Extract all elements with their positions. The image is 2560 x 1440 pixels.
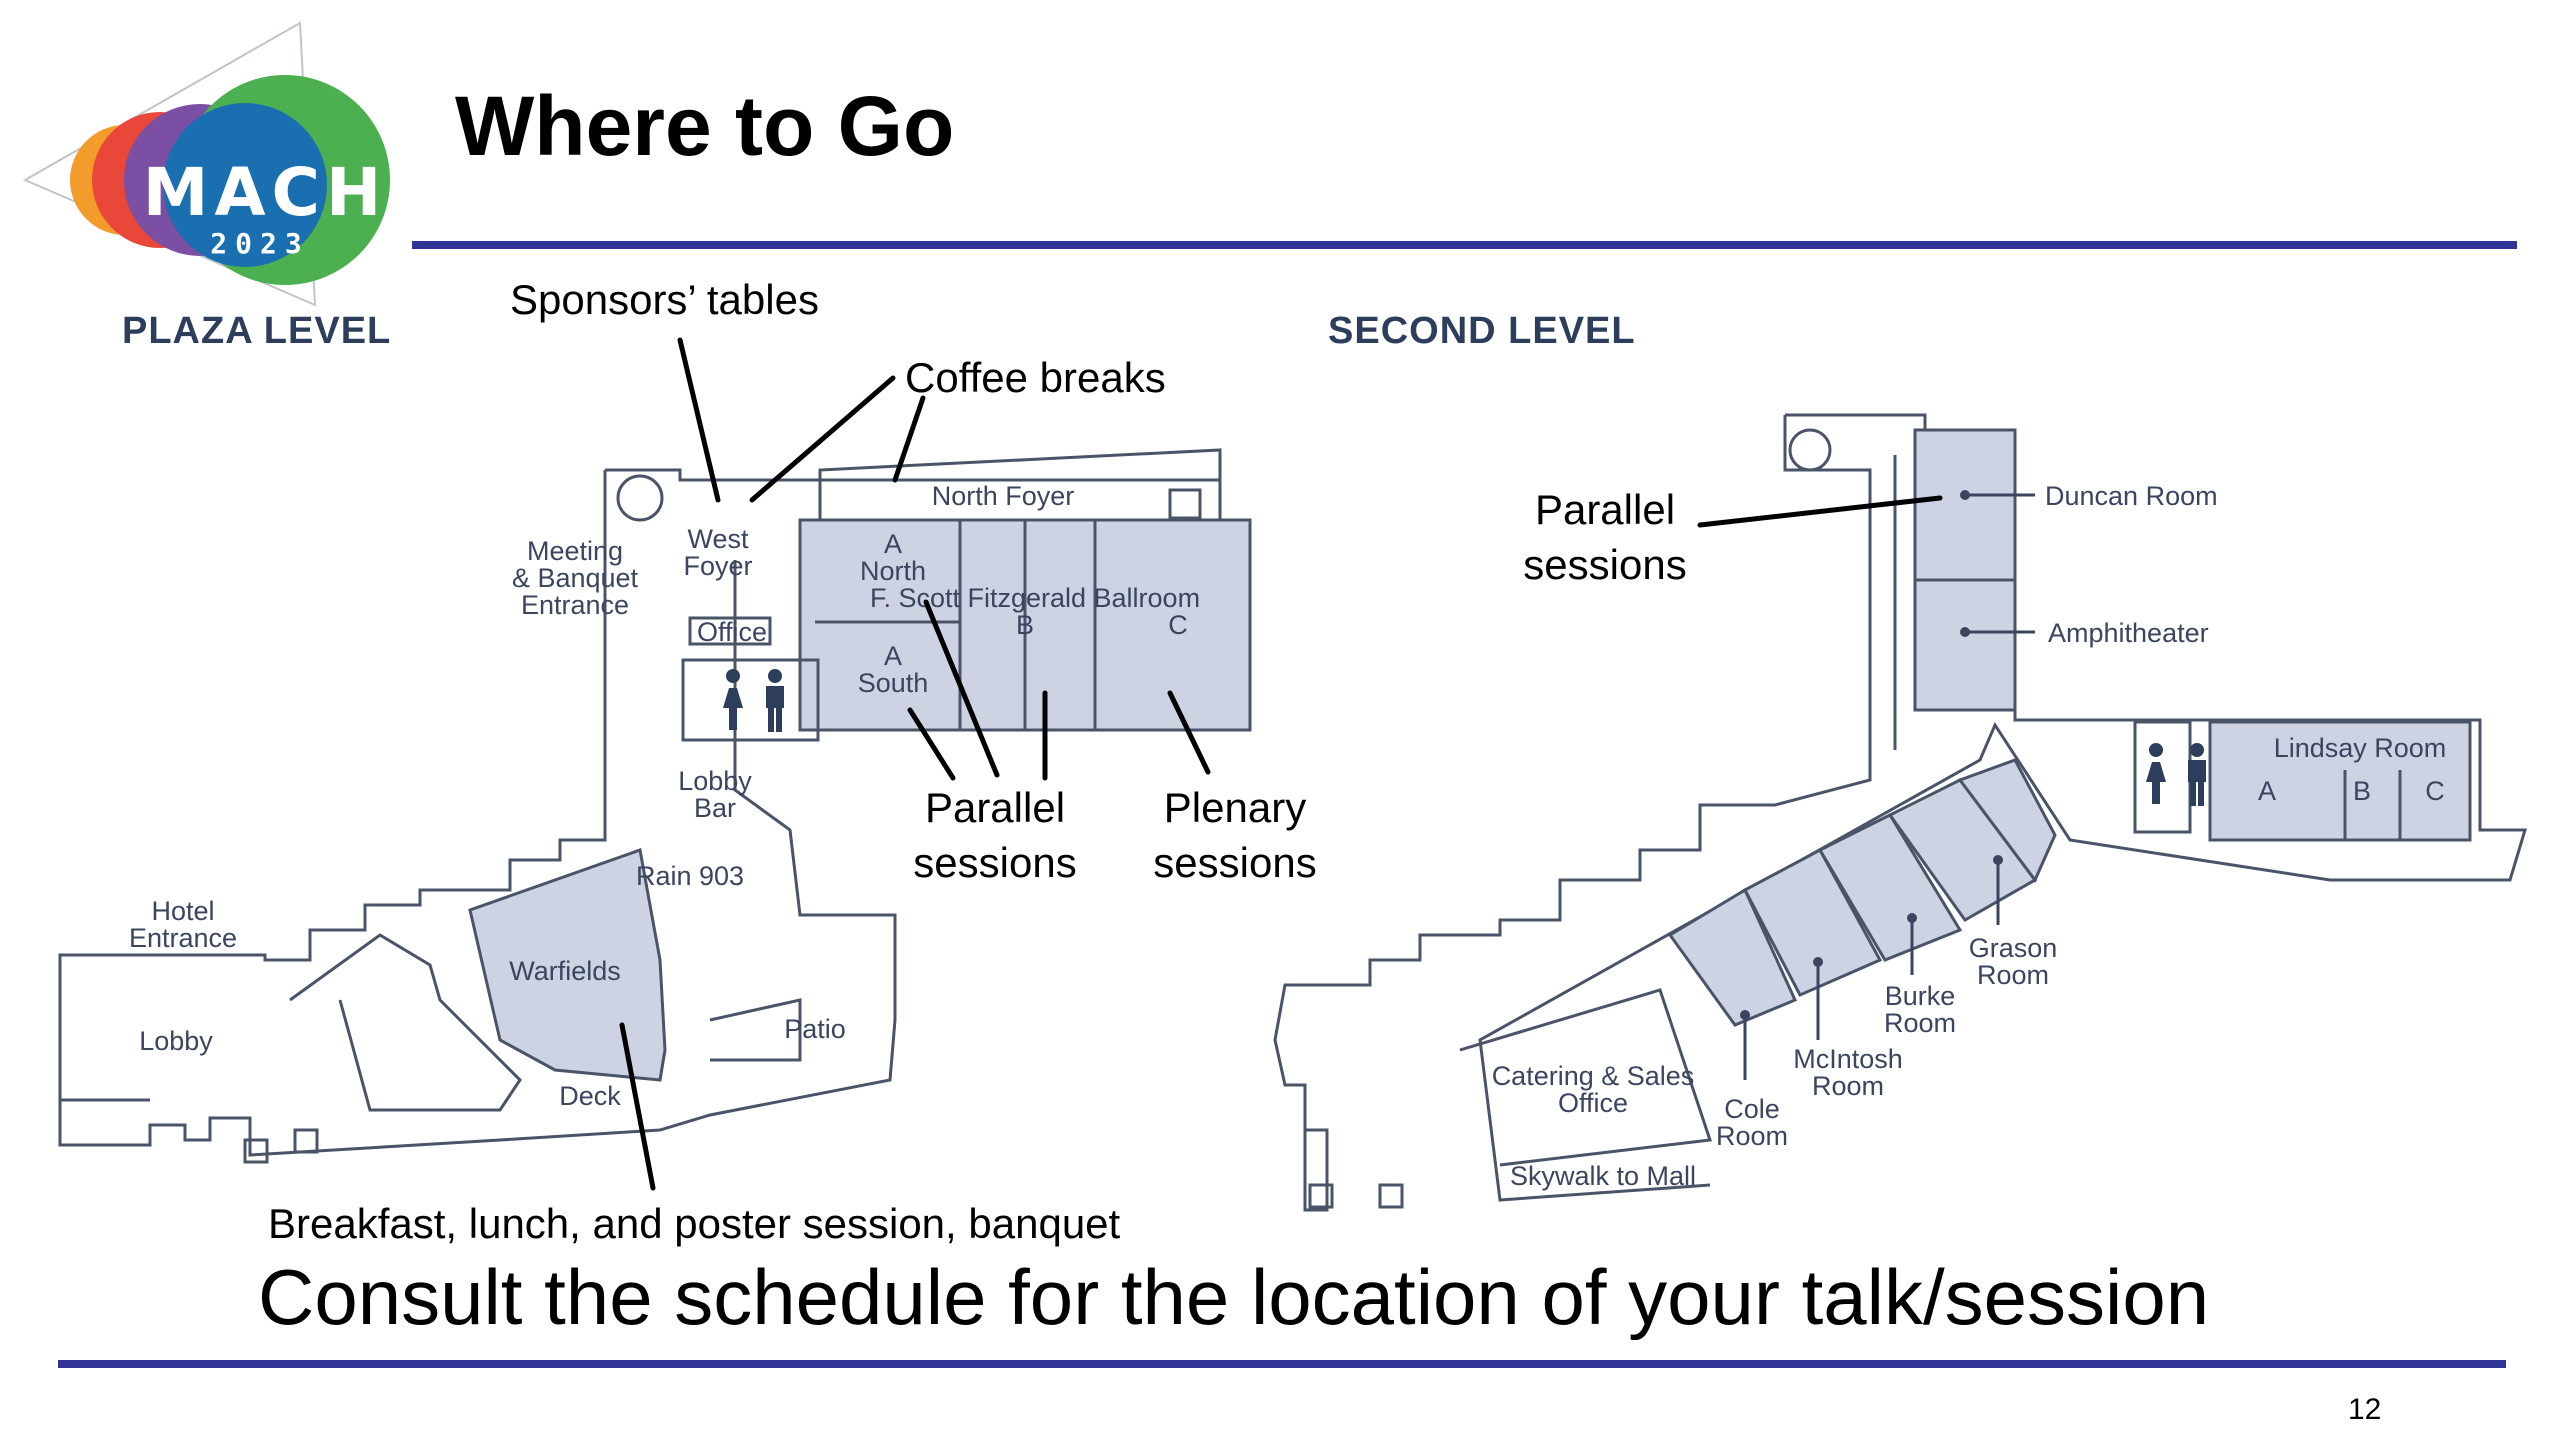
map-label-hotel-1: Hotel: [151, 896, 214, 926]
map-label-lobby-bar-2: Bar: [694, 793, 736, 823]
footer-rule: [58, 1360, 2506, 1368]
annotation-coffee: Coffee breaks: [905, 354, 1166, 401]
map-label-office: Office: [697, 617, 767, 647]
annotation-plenary-line2: sessions: [1153, 839, 1317, 886]
map-label-grason-2: Room: [1977, 960, 2049, 990]
map-label-a-north-1: A: [884, 529, 902, 559]
map-label-meeting-1: Meeting: [527, 536, 623, 566]
map-label-a-south-2: South: [858, 668, 929, 698]
annotation-plenary-line1: Plenary: [1163, 784, 1307, 831]
map-label-lindsay-a: A: [2258, 776, 2276, 806]
slide-title: Where to Go: [455, 79, 955, 173]
second-level-heading: SECOND LEVEL: [1328, 310, 1636, 352]
map-label-catering-2: Office: [1558, 1088, 1628, 1118]
map-label-b: B: [1016, 610, 1034, 640]
map-label-a-north-2: North: [860, 556, 926, 586]
annotation-parallel-left-line1: Parallel: [924, 784, 1066, 831]
map-label-mcintosh-1: McIntosh: [1793, 1044, 1903, 1074]
mach-2023-logo: MACH 2023: [22, 21, 390, 307]
map-label-duncan: Duncan Room: [2045, 481, 2218, 511]
map-label-lindsay: Lindsay Room: [2274, 733, 2447, 763]
logo-year: 2023: [210, 227, 309, 260]
annotation-sponsors: Sponsors’ tables: [510, 276, 819, 323]
annotation-parallel-right: Parallel sessions: [1515, 482, 1695, 592]
annotation-parallel-left: Parallel sessions: [905, 780, 1085, 890]
map-label-lobby-bar-1: Lobby: [678, 766, 752, 796]
annotation-parallel-right-line2: sessions: [1523, 541, 1687, 588]
annotation-plenary: Plenary sessions: [1145, 780, 1325, 890]
annotation-leaders: [619, 337, 1943, 1191]
page-number: 12: [2348, 1393, 2382, 1426]
plaza-level-map: [58, 448, 1252, 1164]
map-label-amphitheater: Amphitheater: [2048, 618, 2209, 648]
annotation-meals: Breakfast, lunch, and poster session, ba…: [268, 1200, 1121, 1247]
map-label-cole-1: Cole: [1724, 1094, 1780, 1124]
logo-name: MACH: [143, 154, 387, 231]
map-label-meeting-3: Entrance: [521, 590, 629, 620]
map-label-ballroom: F. Scott Fitzgerald Ballroom: [870, 583, 1200, 613]
consult-schedule-text: Consult the schedule for the location of…: [258, 1253, 2210, 1341]
map-label-a-south-1: A: [884, 641, 902, 671]
map-label-north-foyer: North Foyer: [932, 481, 1075, 511]
map-label-warfields: Warfields: [509, 956, 621, 986]
map-label-grason-1: Grason: [1969, 933, 2058, 963]
map-label-west-foyer-2: Foyer: [683, 551, 752, 581]
map-label-burke-1: Burke: [1885, 981, 1956, 1011]
second-level-map: [1273, 413, 2528, 1212]
map-label-mcintosh-2: Room: [1812, 1071, 1884, 1101]
map-label-west-foyer-1: West: [687, 524, 749, 554]
title-rule: [412, 241, 2517, 249]
map-label-lindsay-c: C: [2425, 776, 2445, 806]
map-label-rain: Rain 903: [636, 861, 744, 891]
annotation-parallel-right-line1: Parallel: [1534, 486, 1676, 533]
restroom-icon: [723, 669, 2206, 806]
map-label-meeting-2: & Banquet: [512, 563, 639, 593]
map-label-c: C: [1168, 610, 1188, 640]
map-label-lobby: Lobby: [139, 1026, 213, 1056]
map-label-cole-2: Room: [1716, 1121, 1788, 1151]
map-label-deck: Deck: [559, 1081, 621, 1111]
map-label-hotel-2: Entrance: [129, 923, 237, 953]
plaza-level-heading: PLAZA LEVEL: [122, 310, 392, 352]
map-label-lindsay-b: B: [2353, 776, 2371, 806]
map-label-skywalk: Skywalk to Mall: [1510, 1161, 1696, 1191]
annotation-parallel-left-line2: sessions: [913, 839, 1077, 886]
map-label-patio: Patio: [784, 1014, 846, 1044]
map-label-catering-1: Catering & Sales: [1492, 1061, 1695, 1091]
map-label-burke-2: Room: [1884, 1008, 1956, 1038]
